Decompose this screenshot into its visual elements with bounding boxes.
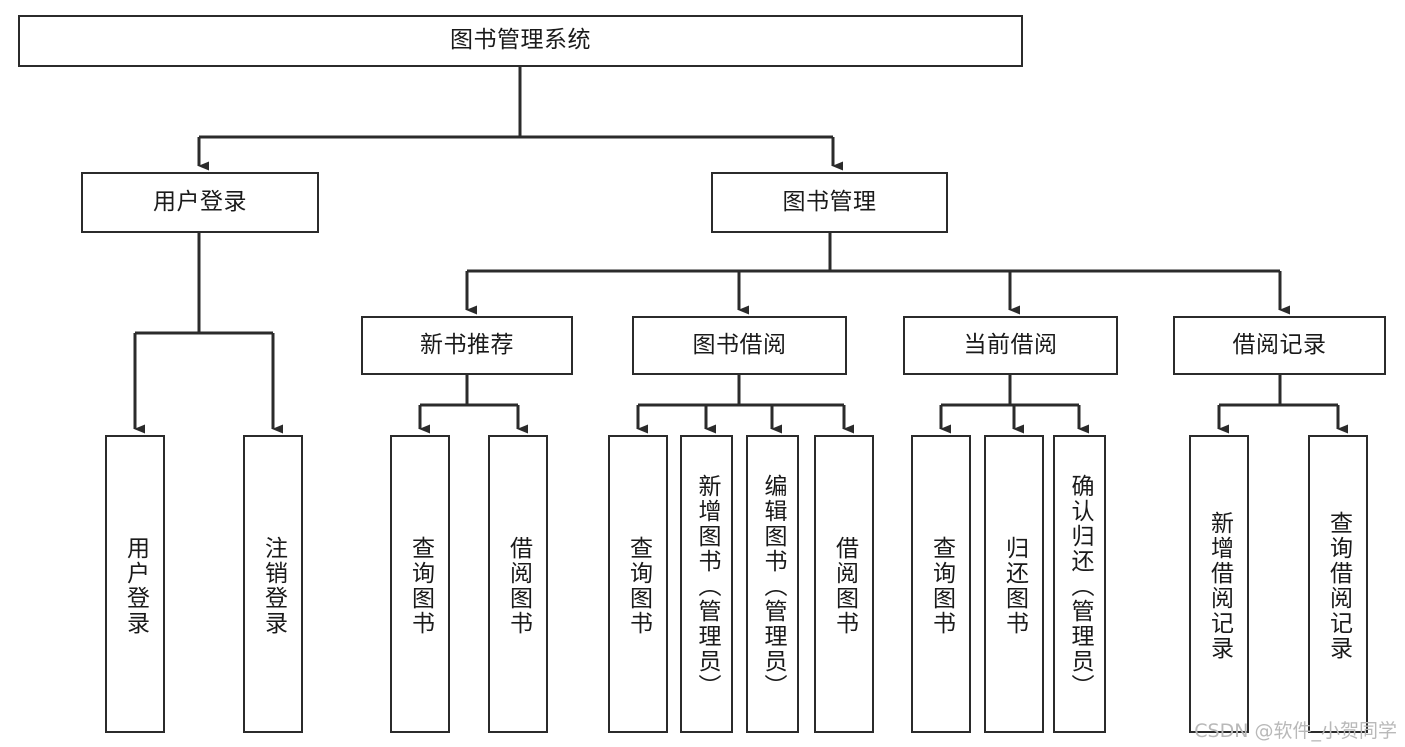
node-leaf-query-book-3[interactable]: 查询图书 [911,435,971,733]
node-leaf-confirm-return-label: 确认归还（管理员） [1067,473,1093,699]
node-leaf-borrow-book-2[interactable]: 借阅图书 [814,435,874,733]
node-new-book-recommend-label: 新书推荐 [420,331,514,358]
node-leaf-query-record[interactable]: 查询借阅记录 [1308,435,1368,733]
node-leaf-query-book-2[interactable]: 查询图书 [608,435,668,733]
node-book-manage-label: 图书管理 [782,188,877,215]
node-leaf-return-book-label: 归还图书 [1001,536,1028,636]
node-user-login[interactable]: 用户登录 [81,172,319,233]
node-current-borrow-label: 当前借阅 [963,331,1058,358]
node-leaf-user-login[interactable]: 用户登录 [105,435,165,733]
node-leaf-query-record-label: 查询借阅记录 [1325,511,1352,661]
node-leaf-confirm-return[interactable]: 确认归还（管理员） [1053,435,1106,733]
node-leaf-borrow-book-2-label: 借阅图书 [831,536,858,636]
node-book-borrow[interactable]: 图书借阅 [632,316,847,375]
node-leaf-query-book-1[interactable]: 查询图书 [390,435,450,733]
node-new-book-recommend[interactable]: 新书推荐 [361,316,573,375]
node-leaf-edit-book-label: 编辑图书（管理员） [760,473,786,699]
node-root[interactable]: 图书管理系统 [18,15,1023,67]
node-leaf-query-book-1-label: 查询图书 [407,536,434,636]
node-leaf-borrow-book-1-label: 借阅图书 [505,536,532,636]
node-leaf-add-book-label: 新增图书（管理员） [694,473,720,699]
node-root-label: 图书管理系统 [450,27,591,54]
node-leaf-return-book[interactable]: 归还图书 [984,435,1044,733]
node-leaf-query-book-3-label: 查询图书 [928,536,955,636]
node-book-borrow-label: 图书借阅 [692,331,787,358]
node-borrow-record[interactable]: 借阅记录 [1173,316,1386,375]
node-leaf-edit-book[interactable]: 编辑图书（管理员） [746,435,799,733]
node-leaf-add-record[interactable]: 新增借阅记录 [1189,435,1249,733]
node-leaf-add-record-label: 新增借阅记录 [1206,511,1233,661]
node-leaf-query-book-2-label: 查询图书 [625,536,652,636]
node-leaf-user-logout[interactable]: 注销登录 [243,435,303,733]
node-book-manage[interactable]: 图书管理 [711,172,948,233]
watermark: CSDN @软件_小贺同学 [1194,720,1397,742]
node-leaf-user-logout-label: 注销登录 [260,536,287,636]
node-borrow-record-label: 借阅记录 [1232,331,1327,358]
node-user-login-label: 用户登录 [153,188,247,215]
node-current-borrow[interactable]: 当前借阅 [903,316,1118,375]
node-leaf-borrow-book-1[interactable]: 借阅图书 [488,435,548,733]
node-leaf-user-login-label: 用户登录 [122,536,149,636]
node-leaf-add-book[interactable]: 新增图书（管理员） [680,435,733,733]
